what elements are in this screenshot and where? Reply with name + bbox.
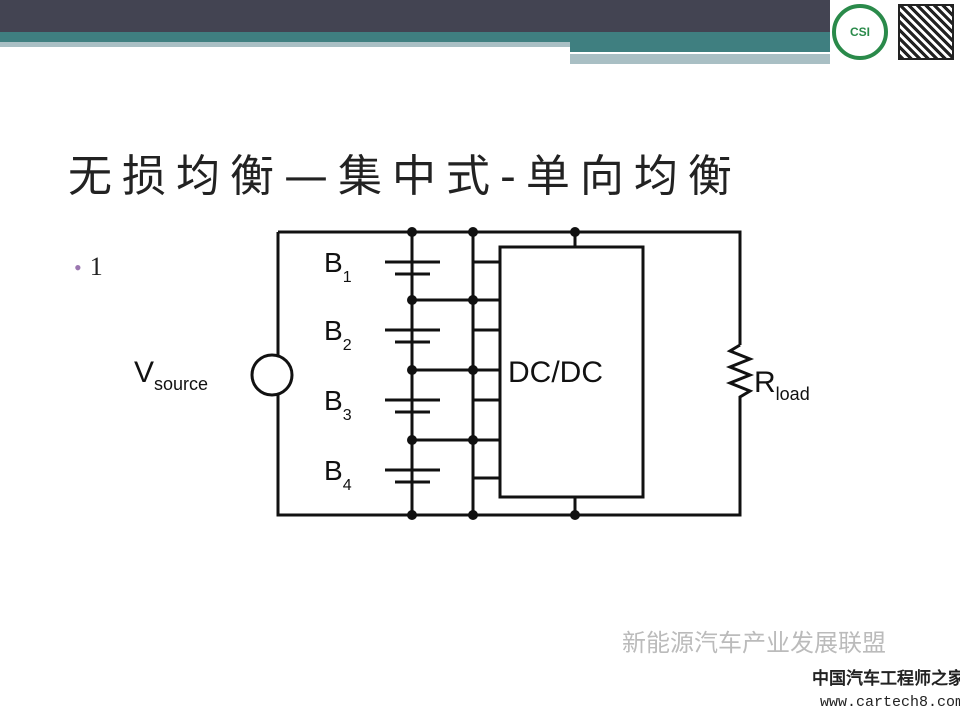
- battery-label: B4: [324, 455, 352, 494]
- dcdc-box: [498, 245, 645, 499]
- converter-label: DC/DC: [508, 356, 603, 389]
- header-stripe: [570, 54, 830, 64]
- battery-label: B2: [324, 315, 352, 354]
- header-bar: [0, 0, 830, 32]
- bullet-item: •1: [74, 252, 103, 282]
- watermark-wechat: 新能源汽车产业发展联盟: [622, 630, 886, 657]
- logo: CSI: [832, 4, 888, 60]
- battery-label: B3: [324, 385, 352, 424]
- watermark-site-name: 中国汽车工程师之家: [812, 669, 960, 689]
- bullet-text: 1: [89, 252, 103, 281]
- header-stripe: [0, 32, 830, 42]
- load-resistor: [725, 343, 755, 410]
- load-label: Rload: [754, 366, 810, 404]
- battery-label: B1: [324, 247, 352, 286]
- qr-code: [898, 4, 954, 60]
- watermark-url: www.cartech8.com: [820, 694, 960, 711]
- source-label: Vsource: [134, 356, 208, 394]
- batteries: [385, 260, 440, 484]
- slide-title: 无损均衡—集中式-单向均衡: [68, 151, 742, 202]
- bullet-icon: •: [74, 255, 82, 280]
- nodes: [407, 227, 580, 520]
- header-stripe: [0, 42, 570, 47]
- header-stripe: [570, 42, 830, 52]
- voltage-source: [250, 353, 294, 397]
